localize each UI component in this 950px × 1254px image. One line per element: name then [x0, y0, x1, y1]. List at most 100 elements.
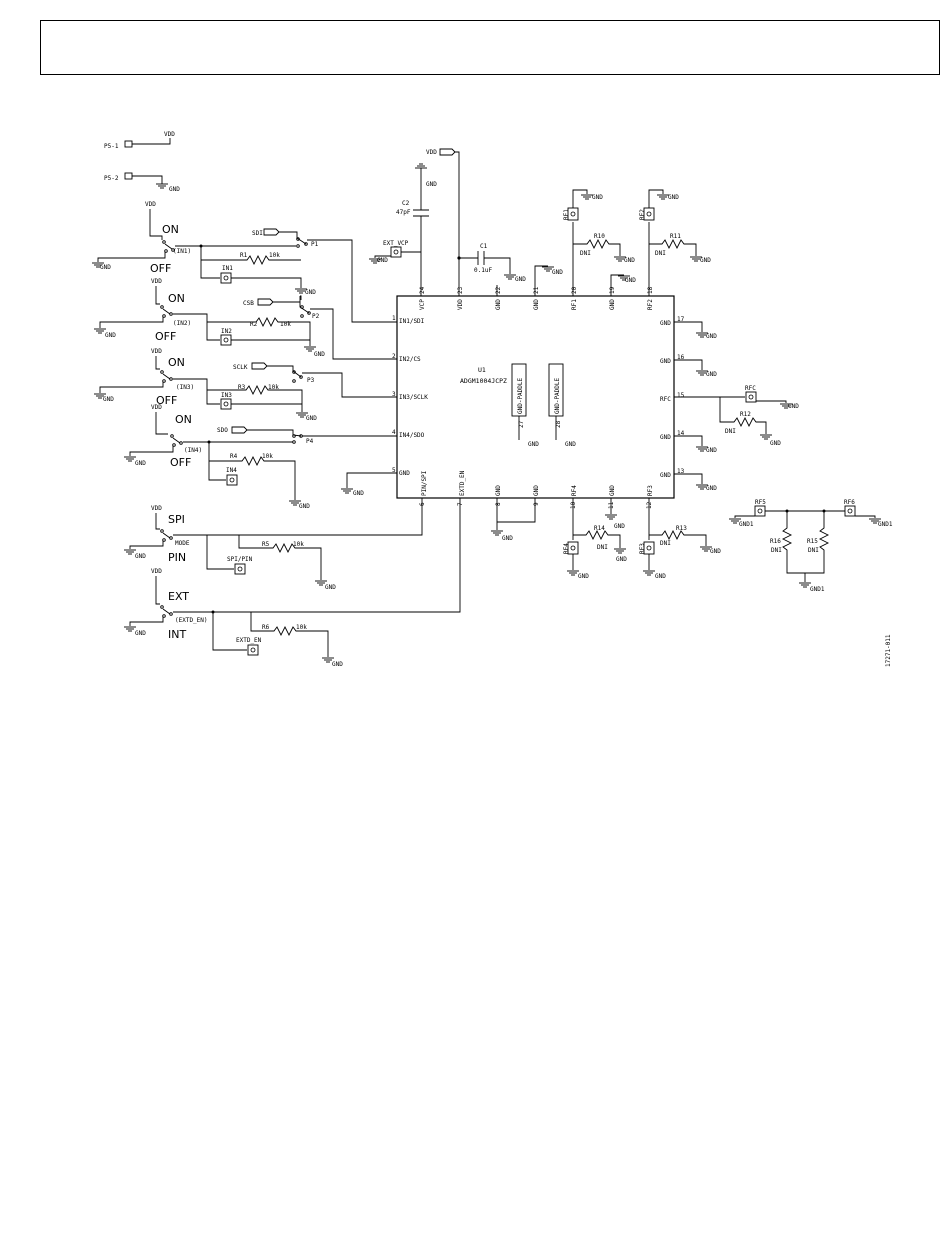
ext-bottom: INT	[168, 628, 186, 641]
ext-switch: VDD EXT GND (EXTD_EN) INT EXTD_EN R6 10k…	[123, 498, 461, 668]
sw4-res: R4	[230, 453, 238, 460]
mode-net: MODE	[175, 540, 190, 547]
p5-connector: P5-1 VDD P5-2 GND	[104, 131, 180, 193]
mode-val: 10k	[293, 541, 304, 548]
sw4-vdd: VDD	[151, 404, 162, 411]
sw1-sig: SDI	[252, 230, 263, 237]
c1-gnd: GND	[515, 276, 526, 283]
r16-ref: R16	[770, 538, 781, 545]
pin4-num: 4	[392, 429, 396, 436]
switch-in2: VDD ON GND OFF (IN2) IN2 R2 10k GND CSB …	[93, 278, 397, 360]
sw3-r-gnd: GND	[306, 415, 317, 422]
pin17-gnd: GND	[706, 333, 717, 340]
r10-val: DNI	[580, 250, 591, 257]
rf5-label: RF5	[755, 499, 766, 506]
pin7-name: EXTD_EN	[459, 470, 466, 496]
pin21-name: GND	[533, 299, 540, 310]
mode-spi: SPI	[168, 513, 185, 526]
rfc-label: RFC	[745, 385, 756, 392]
r11-gnd: GND	[700, 257, 711, 264]
rf4-gnd: GND	[578, 573, 589, 580]
pin2-num: 2	[392, 353, 396, 360]
rf3-label: RF3	[639, 543, 646, 554]
rf6-gnd1: GND1	[878, 521, 893, 528]
sw2-vdd: VDD	[151, 278, 162, 285]
paddle2-gnd: GND	[565, 441, 576, 448]
pin14-name: GND	[660, 434, 671, 441]
r12-val: DNI	[725, 428, 736, 435]
pin8-gnd: GND	[502, 535, 513, 542]
sw2-port: P2	[312, 313, 320, 320]
sw4-port: P4	[306, 438, 314, 445]
thru-gnd1: GND1	[810, 586, 825, 593]
pin13-num: 13	[677, 468, 685, 475]
ext-vdd: VDD	[151, 568, 162, 575]
chip-vdd-label: VDD	[426, 149, 437, 156]
pin8-num: 8	[495, 502, 502, 506]
sw3-net: (IN3)	[176, 384, 194, 391]
c1-val: 0.1uF	[474, 267, 492, 274]
pin19-num: 19	[609, 286, 616, 294]
sw4-sig: SDO	[217, 427, 228, 434]
rf6-label: RF6	[844, 499, 855, 506]
ext-net: (EXTD_EN)	[175, 617, 208, 624]
mode-switch: VDD SPI GND MODE PIN SPI/PIN R5 10k GND	[123, 498, 423, 591]
p5-1-label: P5-1	[104, 143, 119, 150]
rf1-label: RF1	[563, 209, 570, 220]
sw2-gnd: GND	[105, 332, 116, 339]
sw1-val: 10k	[269, 252, 280, 259]
chip-part: ADGM1004JCPZ	[460, 377, 507, 385]
pin5-wire	[346, 472, 397, 488]
sw3-res: R3	[238, 384, 246, 391]
sw3-vdd: VDD	[151, 348, 162, 355]
mode-res: R5	[262, 541, 270, 548]
switch-in3: VDD ON GND OFF (IN3) IN3 R3 10k GND SCLK…	[93, 348, 397, 422]
rf2-label: RF2	[639, 209, 646, 220]
pin24-name: VCP	[419, 299, 426, 310]
sw4-tp: IN4	[226, 467, 237, 474]
sw1-port: P1	[311, 241, 319, 248]
sw4-net: (IN4)	[184, 447, 202, 454]
pin21-gnd: GND	[552, 269, 563, 276]
switch-in4: VDD ON GND OFF (IN4) IN4 R4 10k GND SDO …	[123, 404, 397, 510]
pin4-name: IN4/SDO	[399, 432, 425, 439]
r10-ref: R10	[594, 233, 605, 240]
sw3-on: ON	[168, 356, 185, 369]
paddle2-label: GND-PADDLE	[554, 377, 561, 414]
sw3-val: 10k	[268, 384, 279, 391]
c2-val: 47pF	[396, 209, 411, 216]
pin19-name: GND	[609, 299, 616, 310]
pin22-num: 22	[495, 286, 502, 294]
sw2-res: R2	[250, 321, 258, 328]
r12-gnd: GND	[770, 440, 781, 447]
chip-ref: U1	[478, 366, 486, 374]
sw1-on: ON	[162, 223, 179, 236]
r15-val: DNI	[808, 547, 819, 554]
sw4-val: 10k	[262, 453, 273, 460]
sw3-off: OFF	[156, 394, 177, 407]
chip-top-wiring: GND C2 47pF EXT_VCP GND VDD C1 0.1uF GND…	[368, 148, 711, 296]
pin5-num: 5	[392, 467, 396, 474]
paddle1-label: GND-PADDLE	[517, 377, 524, 414]
pin18-num: 18	[647, 286, 654, 294]
sw3-tp: IN3	[221, 392, 232, 399]
pin9-name: GND	[533, 485, 540, 496]
sw1-gnd: GND	[100, 264, 111, 271]
pin5-gnd: GND	[353, 490, 364, 497]
pin24-num: 24	[419, 286, 426, 294]
r14-ref: R14	[594, 525, 605, 532]
pin16-gnd: GND	[706, 371, 717, 378]
ext-r-gnd: GND	[332, 661, 343, 668]
rf1-gnd: GND	[592, 194, 603, 201]
p5-gnd-label: GND	[169, 186, 180, 193]
pin23-num: 23	[457, 286, 464, 294]
sw4-off: OFF	[170, 456, 191, 469]
sw2-r-gnd: GND	[314, 351, 325, 358]
sw4-on: ON	[175, 413, 192, 426]
pin17-num: 17	[677, 316, 685, 323]
pin15-name: RFC	[660, 396, 671, 403]
ext-tp: EXTD_EN	[236, 637, 262, 644]
sw1-vdd: VDD	[145, 201, 156, 208]
pin23-name: VDD	[457, 299, 464, 310]
r12-ref: R12	[740, 411, 751, 418]
